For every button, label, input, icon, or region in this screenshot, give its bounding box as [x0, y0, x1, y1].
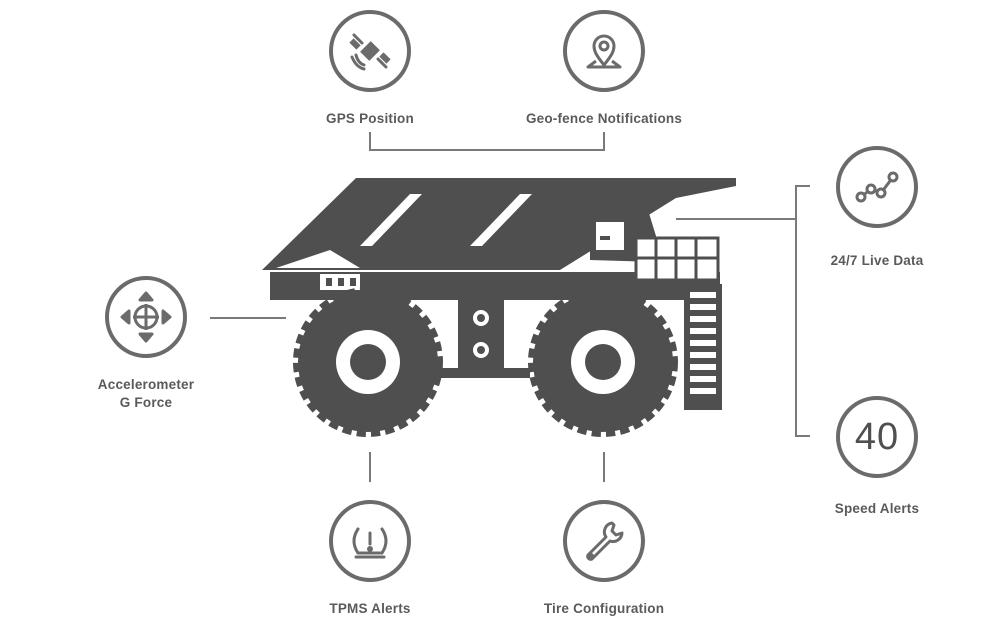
gps-geofence-connector [369, 132, 605, 151]
geo-fence-label: Geo-fence Notifications [525, 111, 683, 126]
live-data-label: 24/7 Live Data [830, 253, 924, 268]
tpms-alerts-circle[interactable] [329, 500, 411, 582]
truck-front-wheel [293, 287, 443, 437]
wrench-icon [586, 521, 624, 561]
accelerometer-circle[interactable] [105, 276, 187, 358]
live-data-circle[interactable] [836, 146, 918, 228]
geo-fence-circle[interactable] [563, 10, 645, 92]
tire-configuration-label: Tire Configuration [543, 601, 665, 616]
truck-rear-wheel [528, 287, 678, 437]
line-graph-icon [855, 171, 899, 203]
speed-alerts-circle[interactable]: 40 [836, 396, 918, 478]
gps-position-circle[interactable] [329, 10, 411, 92]
gps-position-label: GPS Position [326, 111, 414, 126]
satellite-icon [349, 33, 391, 71]
tire-pressure-warning-icon [352, 527, 388, 559]
truck-bed-highlight-left [360, 194, 422, 246]
tpms-alerts-label: TPMS Alerts [329, 601, 411, 616]
accelerometer-label-line2: G Force [119, 395, 173, 410]
live-data-speed-bracket [795, 185, 810, 437]
truck-bed-lower-stripe [276, 250, 360, 268]
speed-value: 40 [854, 415, 900, 458]
speed-alerts-label: Speed Alerts [834, 501, 920, 516]
accelerometer-label-line1: Accelerometer [97, 377, 195, 392]
map-pin-icon [586, 34, 622, 69]
truck-engine-housing [634, 236, 720, 282]
crosshair-arrows-icon [120, 291, 172, 343]
tire-configuration-circle[interactable] [563, 500, 645, 582]
truck-bed-highlight-right [470, 194, 532, 246]
